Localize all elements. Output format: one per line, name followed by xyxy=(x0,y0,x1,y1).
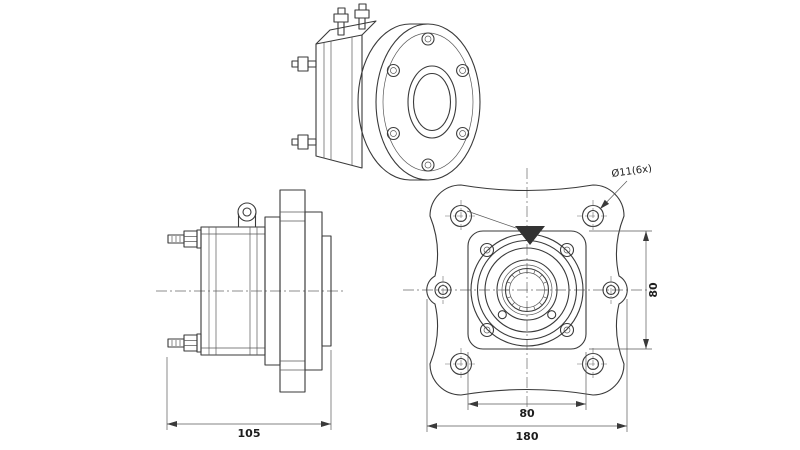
perspective-view xyxy=(291,3,481,181)
pump-body-top-face xyxy=(315,20,377,45)
spline-teeth xyxy=(505,268,549,312)
ext-lines xyxy=(426,299,628,432)
flange-face xyxy=(375,23,481,181)
ext-lines xyxy=(467,352,587,410)
flange-back-edge xyxy=(357,23,411,181)
pump-body-outline xyxy=(315,34,363,169)
tie-bolt-upper xyxy=(167,229,202,249)
dimension-80-vertical: 80 xyxy=(589,230,660,350)
center-bore-inner xyxy=(412,72,452,132)
dim-80-width-text: 80 xyxy=(519,407,535,420)
flange-raised-ring xyxy=(382,32,474,172)
dimension-105: 105 xyxy=(166,350,332,440)
dim-180-text: 180 xyxy=(516,430,539,443)
mounting-face-screws xyxy=(479,242,575,338)
dim-80-height-text: 80 xyxy=(647,282,660,298)
center-bore-outer xyxy=(407,65,457,139)
section-mark xyxy=(515,226,545,245)
stud-top-1 xyxy=(333,7,349,36)
ext-lines xyxy=(589,230,652,350)
ext-lines xyxy=(166,350,332,430)
dimension-180: 180 xyxy=(426,299,628,443)
pin-hole xyxy=(497,310,507,320)
stud-left-2 xyxy=(291,134,317,150)
stud-top-2 xyxy=(354,3,370,30)
gear-body-plates xyxy=(201,227,265,355)
lifting-eye xyxy=(237,202,257,228)
pin-hole xyxy=(547,310,557,320)
dim-105-text: 105 xyxy=(238,427,261,440)
flange-bolt-holes xyxy=(386,32,470,172)
hole-callout-text: Ø11(6x) xyxy=(611,162,653,180)
pilot-ring xyxy=(321,235,332,347)
hole-crosshairs xyxy=(442,200,612,380)
flange-outline xyxy=(426,184,628,396)
body-plate-lines xyxy=(323,37,353,166)
flange-hole-edges xyxy=(280,211,305,371)
reference-line xyxy=(466,210,517,229)
side-view xyxy=(156,189,344,393)
leader-line xyxy=(599,180,628,210)
tie-bolt-lower xyxy=(167,333,202,353)
dimension-80-horizontal: 80 xyxy=(467,352,587,420)
hole-callout: Ø11(6x) xyxy=(599,162,653,210)
front-view xyxy=(403,168,651,414)
stud-left-1 xyxy=(291,56,317,72)
